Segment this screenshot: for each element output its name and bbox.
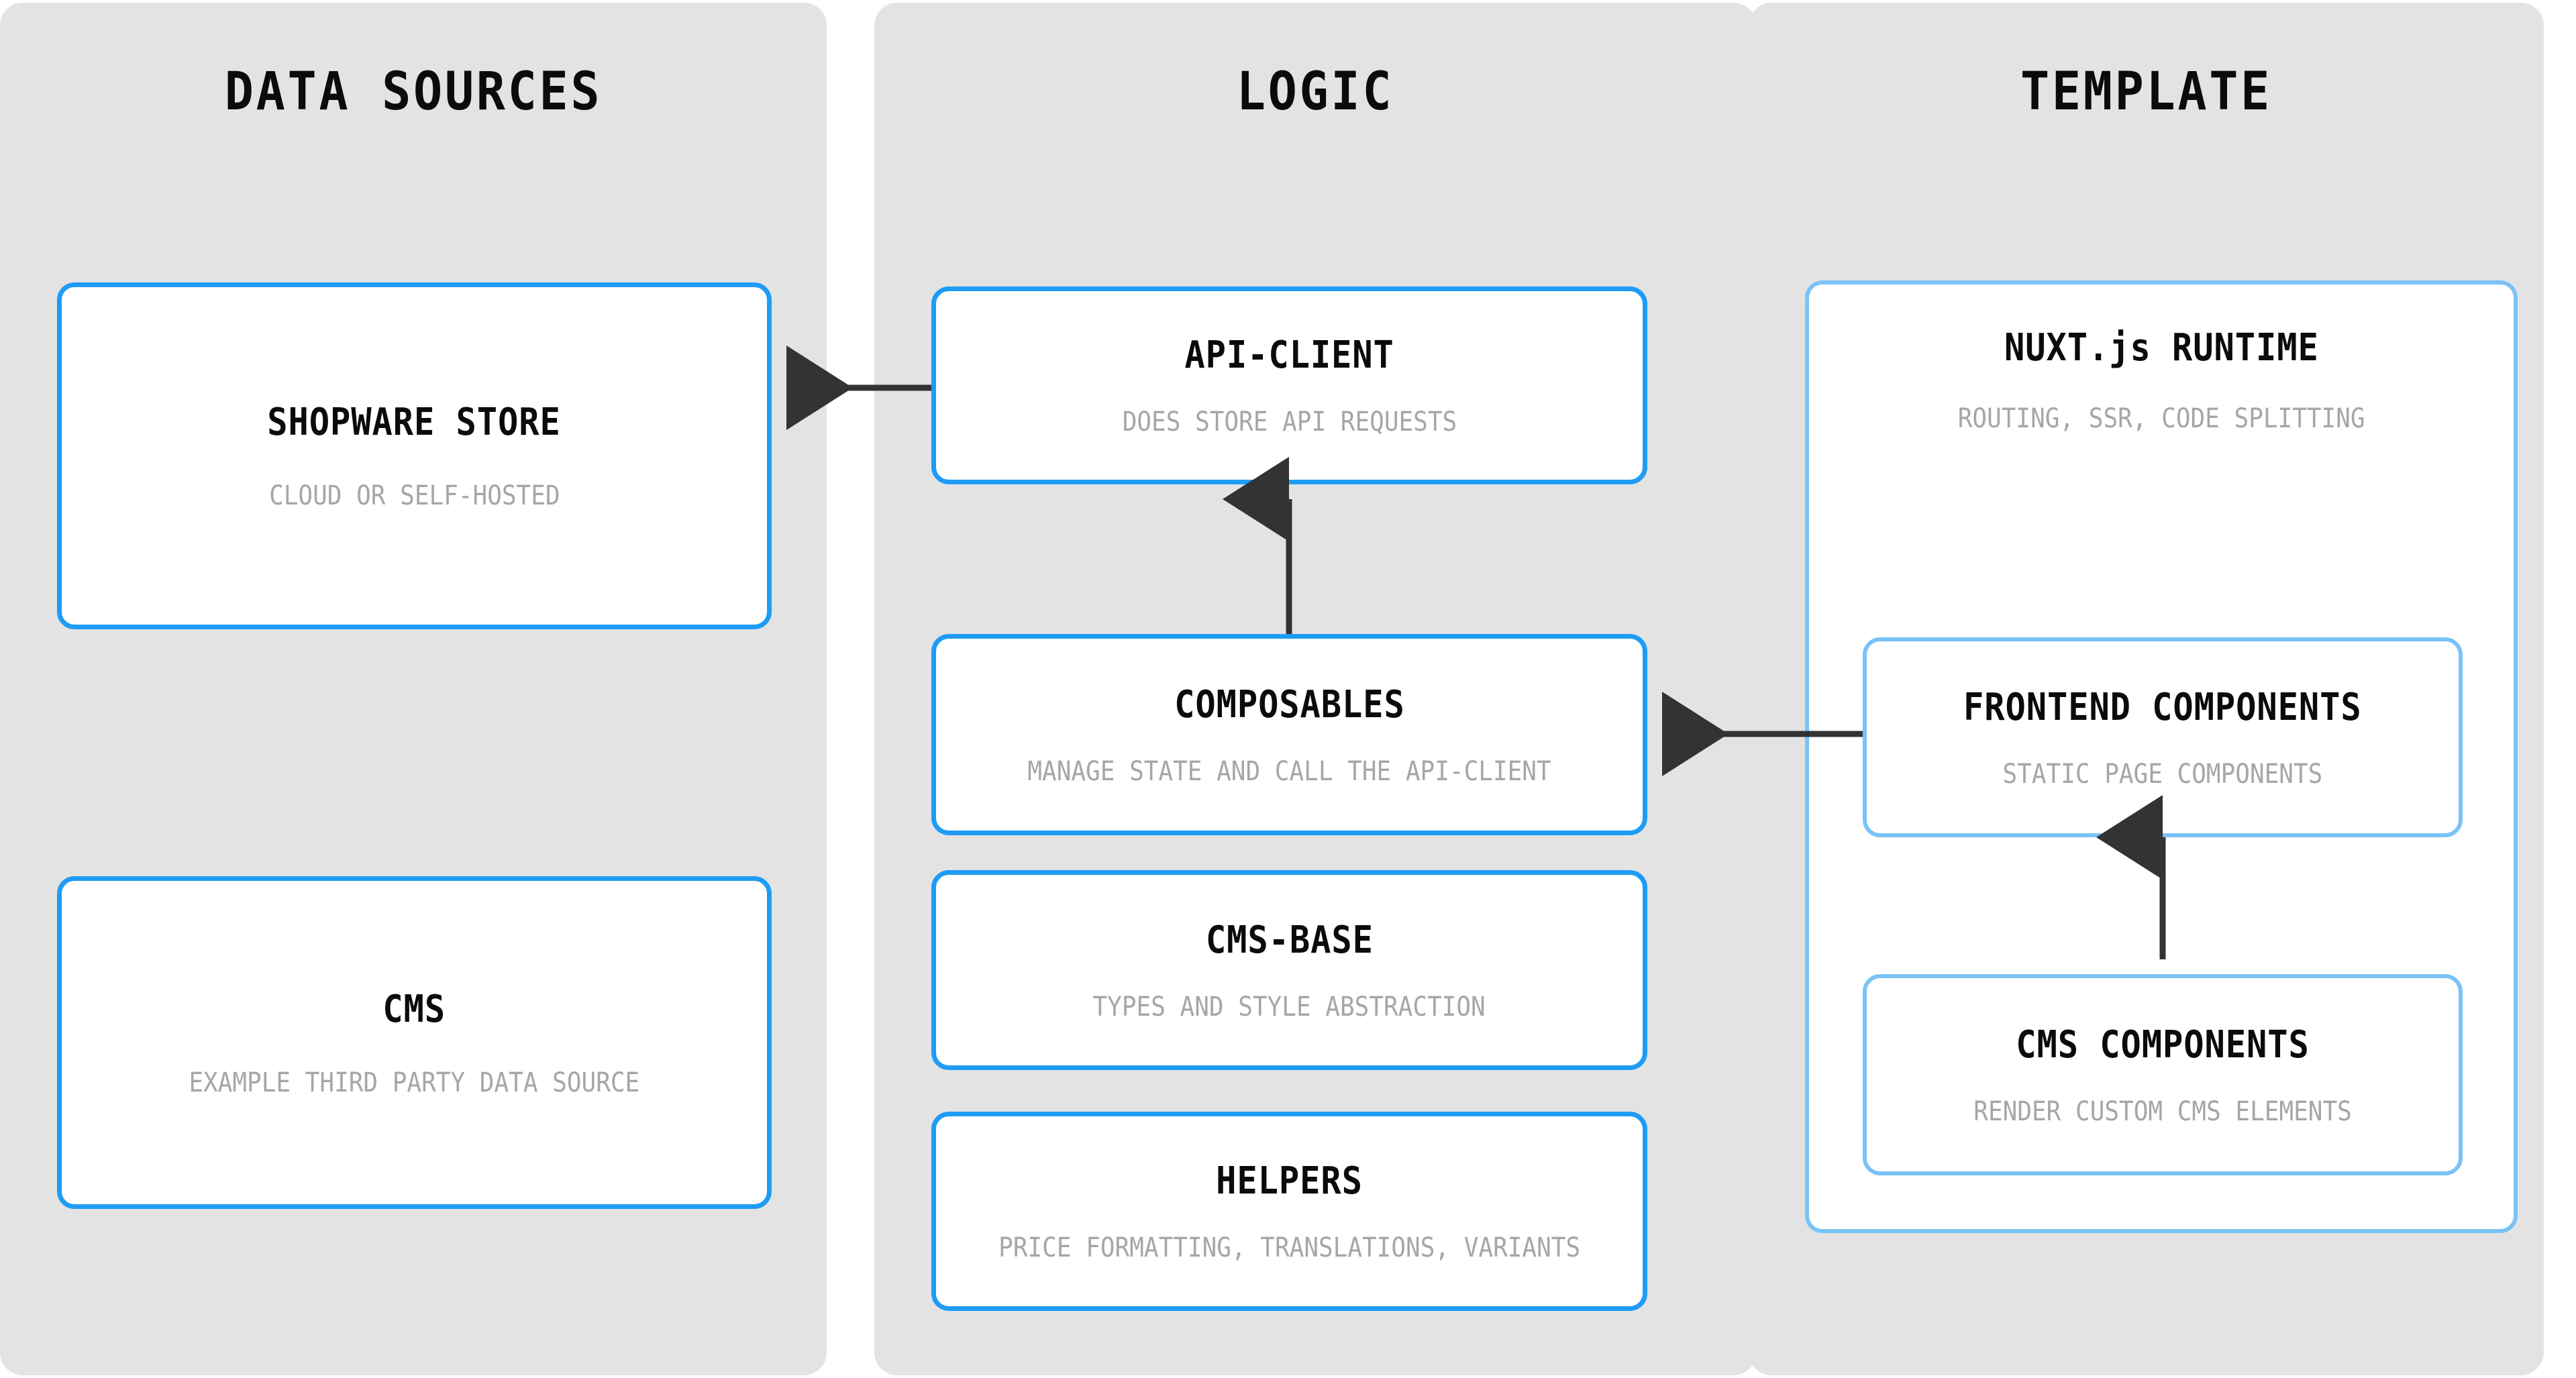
node-subtitle-shopware-store: CLOUD OR SELF-HOSTED (268, 480, 560, 511)
node-subtitle-api-client: DOES STORE API REQUESTS (1122, 407, 1457, 437)
node-frontend-components[interactable]: FRONTEND COMPONENTS STATIC PAGE COMPONEN… (1863, 637, 2463, 837)
node-title-nuxt-runtime: NUXT.js RUNTIME (2004, 326, 2319, 370)
node-title-cms-base: CMS-BASE (1205, 918, 1374, 962)
node-title-shopware-store: SHOPWARE STORE (267, 401, 562, 444)
node-title-helpers: HELPERS (1216, 1159, 1363, 1203)
node-title-api-client: API-CLIENT (1184, 333, 1394, 377)
node-subtitle-frontend-components: STATIC PAGE COMPONENTS (2002, 758, 2323, 790)
node-subtitle-cms-base: TYPES AND STYLE ABSTRACTION (1092, 991, 1486, 1022)
node-cms[interactable]: CMS EXAMPLE THIRD PARTY DATA SOURCE (57, 876, 772, 1209)
column-title-logic: LOGIC (1236, 62, 1394, 122)
node-title-frontend-components: FRONTEND COMPONENTS (1963, 685, 2362, 729)
node-cms-components[interactable]: CMS COMPONENTS RENDER CUSTOM CMS ELEMENT… (1863, 974, 2463, 1175)
column-title-template: TEMPLATE (2020, 62, 2273, 122)
node-subtitle-helpers: PRICE FORMATTING, TRANSLATIONS, VARIANTS (998, 1232, 1580, 1263)
node-subtitle-nuxt-runtime: ROUTING, SSR, CODE SPLITTING (1957, 403, 2365, 434)
node-subtitle-composables: MANAGE STATE AND CALL THE API-CLIENT (1027, 755, 1551, 787)
node-cms-base[interactable]: CMS-BASE TYPES AND STYLE ABSTRACTION (931, 870, 1647, 1070)
node-shopware-store[interactable]: SHOPWARE STORE CLOUD OR SELF-HOSTED (57, 282, 772, 629)
node-subtitle-cms: EXAMPLE THIRD PARTY DATA SOURCE (189, 1067, 640, 1098)
node-title-cms-components: CMS COMPONENTS (2016, 1022, 2310, 1067)
node-api-client[interactable]: API-CLIENT DOES STORE API REQUESTS (931, 286, 1647, 484)
node-subtitle-cms-components: RENDER CUSTOM CMS ELEMENTS (1973, 1096, 2352, 1127)
node-composables[interactable]: COMPOSABLES MANAGE STATE AND CALL THE AP… (931, 634, 1647, 835)
node-title-cms: CMS (382, 987, 446, 1031)
node-helpers[interactable]: HELPERS PRICE FORMATTING, TRANSLATIONS, … (931, 1112, 1647, 1311)
node-title-composables: COMPOSABLES (1174, 682, 1405, 727)
column-title-data-sources: DATA SOURCES (224, 62, 603, 122)
